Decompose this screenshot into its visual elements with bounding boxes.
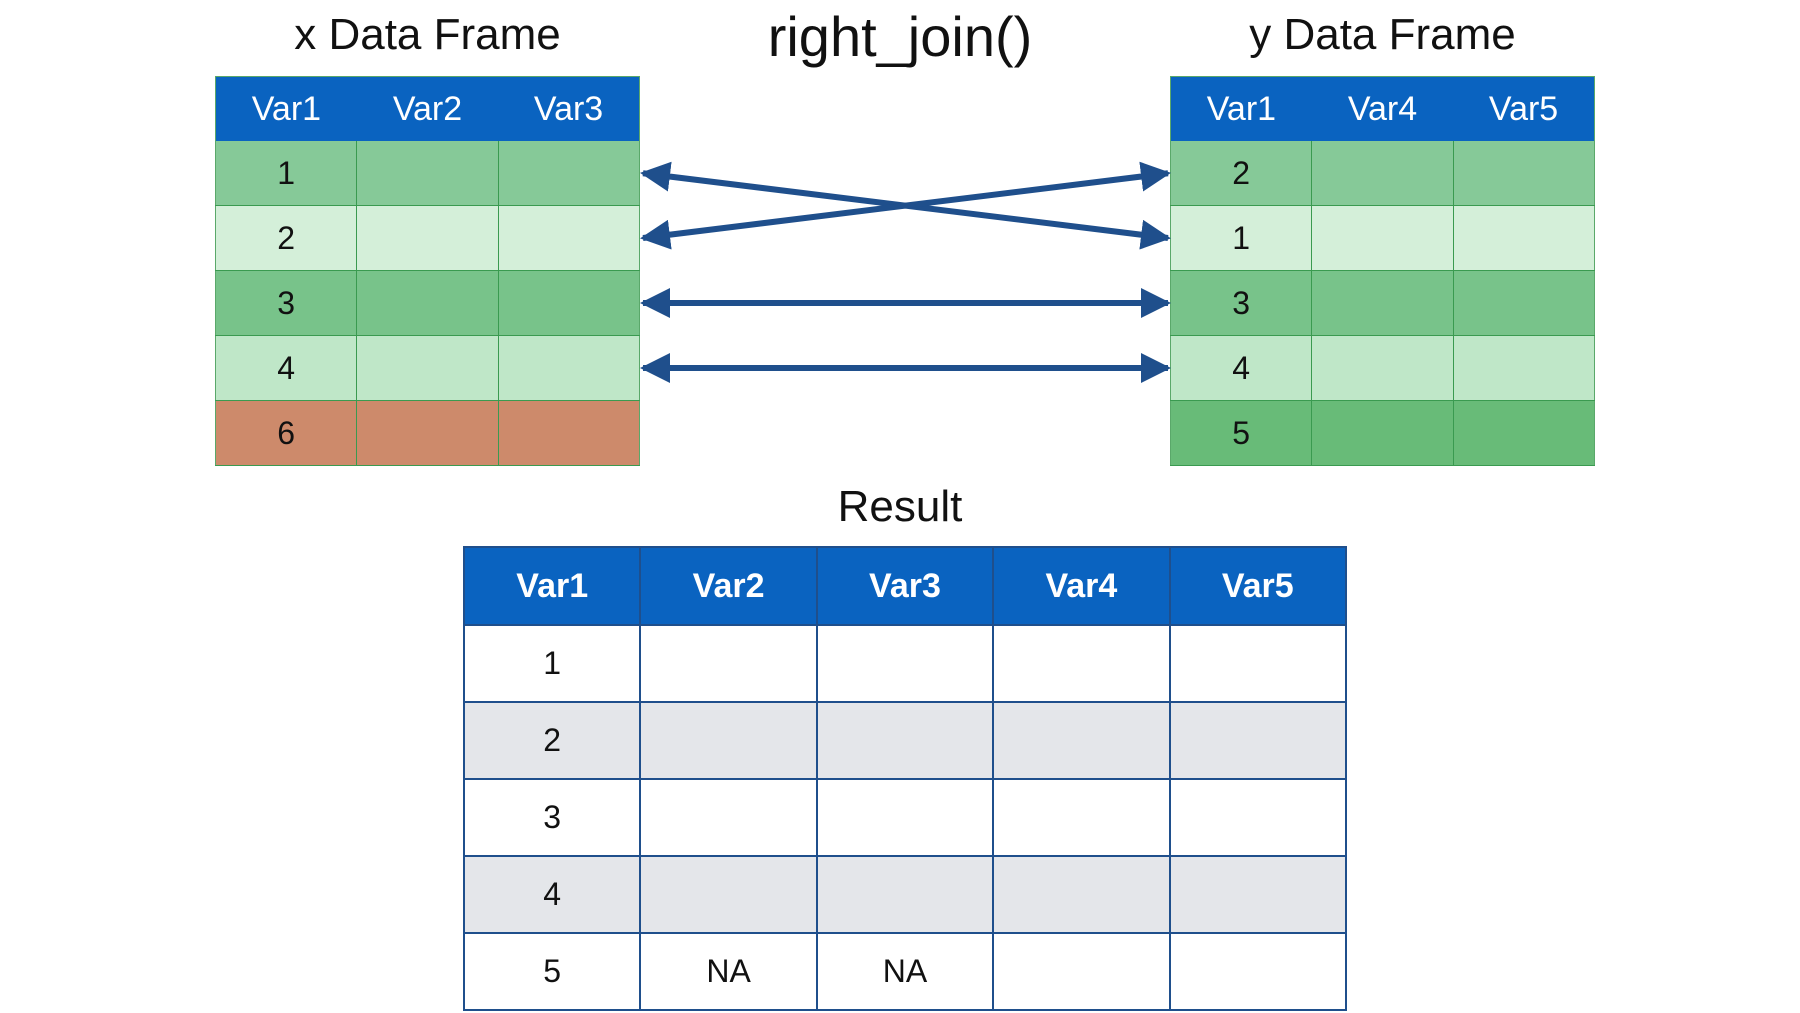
x-header-row: Var1 Var2 Var3 xyxy=(215,76,640,141)
result-cell xyxy=(639,701,818,780)
x-frame-cell xyxy=(356,141,499,206)
result-cell: 3 xyxy=(462,778,642,857)
x-frame-title: x Data Frame xyxy=(294,10,561,59)
result-cell: NA xyxy=(639,932,818,1011)
y-frame-cell xyxy=(1453,205,1595,271)
x-frame-cell xyxy=(498,141,640,206)
y-frame-cell: 3 xyxy=(1170,270,1313,336)
x-frame-row: 2 xyxy=(215,205,640,271)
result-row: 3 xyxy=(462,778,1348,857)
y-column-header: Var4 xyxy=(1311,76,1454,141)
result-cell xyxy=(1168,778,1348,857)
result-cell: 1 xyxy=(462,624,642,703)
x-frame-row: 6 xyxy=(215,400,640,466)
y-frame-row: 1 xyxy=(1170,205,1595,271)
result-header-row: Var1 Var2 Var3 Var4 Var5 xyxy=(462,546,1348,626)
y-header-row: Var1 Var4 Var5 xyxy=(1170,76,1595,141)
y-frame-row: 3 xyxy=(1170,270,1595,336)
x-frame-cell: 3 xyxy=(215,270,358,336)
result-cell xyxy=(1168,932,1348,1011)
result-cell: NA xyxy=(815,932,995,1011)
result-cell xyxy=(815,778,995,857)
x-frame-row: 4 xyxy=(215,335,640,401)
x-frame-cell xyxy=(498,205,640,271)
x-frame-cell xyxy=(498,400,640,466)
result-row: 1 xyxy=(462,624,1348,703)
result-cell: 4 xyxy=(462,855,642,934)
result-cell: 5 xyxy=(462,932,642,1011)
result-cell: 2 xyxy=(462,701,642,780)
result-title: Result xyxy=(837,482,963,531)
result-row: 2 xyxy=(462,701,1348,780)
join-arrow xyxy=(640,161,1171,250)
y-frame-cell xyxy=(1311,141,1454,206)
x-frame-cell: 1 xyxy=(215,141,358,206)
x-frame-cell xyxy=(498,335,640,401)
y-frame-title: y Data Frame xyxy=(1249,10,1516,59)
result-cell xyxy=(992,932,1171,1011)
x-frame-cell xyxy=(356,270,499,336)
result-cell xyxy=(1168,855,1348,934)
y-frame-cell xyxy=(1311,400,1454,466)
result-cell xyxy=(1168,624,1348,703)
result-cell xyxy=(992,778,1171,857)
x-frame-cell xyxy=(356,205,499,271)
result-column-header: Var5 xyxy=(1168,546,1348,626)
x-frame-cell xyxy=(356,335,499,401)
result-cell xyxy=(639,855,818,934)
y-column-header: Var1 xyxy=(1170,76,1312,141)
y-column-header: Var5 xyxy=(1453,76,1595,141)
x-frame-cell: 6 xyxy=(215,400,358,466)
y-frame-cell xyxy=(1311,335,1454,401)
y-frame-cell xyxy=(1453,141,1595,206)
y-frame-cell xyxy=(1311,270,1454,336)
y-frame-row: 2 xyxy=(1170,141,1595,206)
result-row: 4 xyxy=(462,855,1348,934)
x-frame-row: 3 xyxy=(215,270,640,336)
y-frame-row: 5 xyxy=(1170,400,1595,466)
result-cell xyxy=(815,701,995,780)
result-cell xyxy=(1168,701,1348,780)
result-column-header: Var1 xyxy=(462,546,642,626)
x-column-header: Var1 xyxy=(215,76,357,141)
y-frame-cell: 4 xyxy=(1170,335,1313,401)
result-cell xyxy=(815,855,995,934)
result-column-header: Var3 xyxy=(815,546,995,626)
x-frame-cell xyxy=(356,400,499,466)
result-cell xyxy=(992,701,1171,780)
y-frame-cell: 5 xyxy=(1170,400,1313,466)
x-frame-cell: 2 xyxy=(215,205,358,271)
y-frame-cell xyxy=(1311,205,1454,271)
result-cell xyxy=(815,624,995,703)
result-cell xyxy=(639,624,818,703)
diagram-title: right_join() xyxy=(767,5,1033,68)
result-cell xyxy=(992,624,1171,703)
y-frame-cell xyxy=(1453,335,1595,401)
result-column-header: Var4 xyxy=(992,546,1171,626)
result-cell xyxy=(639,778,818,857)
y-frame-cell: 2 xyxy=(1170,141,1313,206)
x-column-header: Var2 xyxy=(356,76,499,141)
y-frame-cell xyxy=(1453,270,1595,336)
x-frame-row: 1 xyxy=(215,141,640,206)
y-frame-row: 4 xyxy=(1170,335,1595,401)
result-column-header: Var2 xyxy=(639,546,818,626)
result-cell xyxy=(992,855,1171,934)
y-frame-cell xyxy=(1453,400,1595,466)
x-column-header: Var3 xyxy=(498,76,640,141)
y-frame-cell: 1 xyxy=(1170,205,1313,271)
x-frame-cell: 4 xyxy=(215,335,358,401)
x-frame-cell xyxy=(498,270,640,336)
